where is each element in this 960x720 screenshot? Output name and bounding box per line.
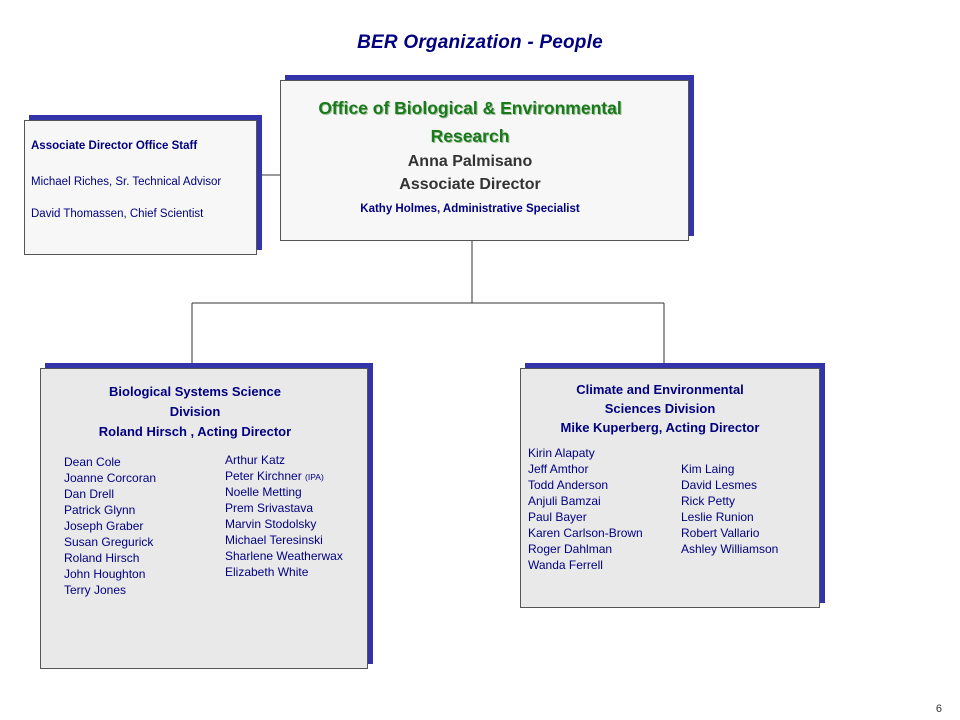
bio-division-heading-line: Biological Systems Science [109,384,281,399]
climate-members-col2: Kim Laing David Lesmes Rick Petty Leslie… [681,461,778,557]
staff-box [24,120,257,255]
member-name: Marvin Stodolsky [225,517,317,531]
staff-member: David Thomassen, Chief Scientist [31,208,204,220]
bio-division-heading-line: Division [169,404,221,419]
member-name: Susan Gregurick [64,535,154,549]
bio-members-col1: Dean Cole Joanne Corcoran Dan Drell Patr… [64,454,156,598]
member-name: Prem Srivastava [225,501,314,515]
member-name-ipa: Peter Kirchner (IPA) [225,468,343,484]
member-name: Todd Anderson [528,478,609,492]
member-name: Roland Hirsch [64,551,140,565]
bio-division-director: Roland Hirsch , Acting Director [98,424,292,439]
member-name: Wanda Ferrell [528,558,603,572]
staff-heading: Associate Director Office Staff [31,140,198,152]
member-name: Paul Bayer [528,510,587,524]
member-name: Jeff Amthor [528,462,589,476]
member-name: Dean Cole [64,455,121,469]
member-name: Anjuli Bamzai [528,494,601,508]
bio-members-col2: Arthur Katz Peter Kirchner (IPA) Noelle … [225,452,343,580]
director-name: Anna Palmisano [407,153,533,170]
member-name: Terry Jones [64,583,127,597]
member-name: Karen Carlson-Brown [528,526,643,540]
member-name: Arthur Katz [225,453,286,467]
staff-member: Michael Riches, Sr. Technical Advisor [31,176,222,188]
member-name: Patrick Glynn [64,503,136,517]
main-office-heading-1: Office of Biological & Environmental [318,98,622,118]
member-name: Noelle Metting [225,485,302,499]
member-name: Sharlene Weatherwax [225,549,343,563]
main-office-heading-2: Research [430,126,510,146]
climate-division-box [520,368,820,608]
member-name: Robert Vallario [681,526,760,540]
member-name: David Lesmes [681,478,758,492]
climate-division-heading-line: Climate and Environmental [576,382,744,397]
admin-specialist: Kathy Holmes, Administrative Specialist [360,203,580,215]
member-name: Ashley Williamson [681,542,779,556]
climate-division-heading: Climate and Environmental Sciences Divis… [520,380,800,437]
director-title: Associate Director [399,176,541,193]
member-name: Peter Kirchner [225,469,302,483]
climate-members-col1: Kirin Alapaty Jeff Amthor Todd Anderson … [528,445,643,573]
member-name: Joanne Corcoran [64,471,157,485]
member-name: Rick Petty [681,494,736,508]
bio-division-heading: Biological Systems Science Division Rola… [40,382,350,442]
main-office-box [280,80,689,241]
member-name: Roger Dahlman [528,542,613,556]
climate-division-heading-line: Sciences Division [604,401,716,416]
member-name: Michael Teresinski [225,533,323,547]
bio-division-box [40,368,368,669]
page-title: BER Organization - People [357,32,603,53]
member-name: Leslie Runion [681,510,754,524]
member-name: Joseph Graber [64,519,144,533]
member-name: Kirin Alapaty [528,446,595,460]
ipa-note: (IPA) [305,472,324,482]
member-name: Kim Laing [681,462,735,476]
member-name: John Houghton [64,567,146,581]
member-name: Elizabeth White [225,565,309,579]
page-number: 6 [935,703,942,715]
member-name: Dan Drell [64,487,115,501]
climate-division-director: Mike Kuperberg, Acting Director [560,420,760,435]
